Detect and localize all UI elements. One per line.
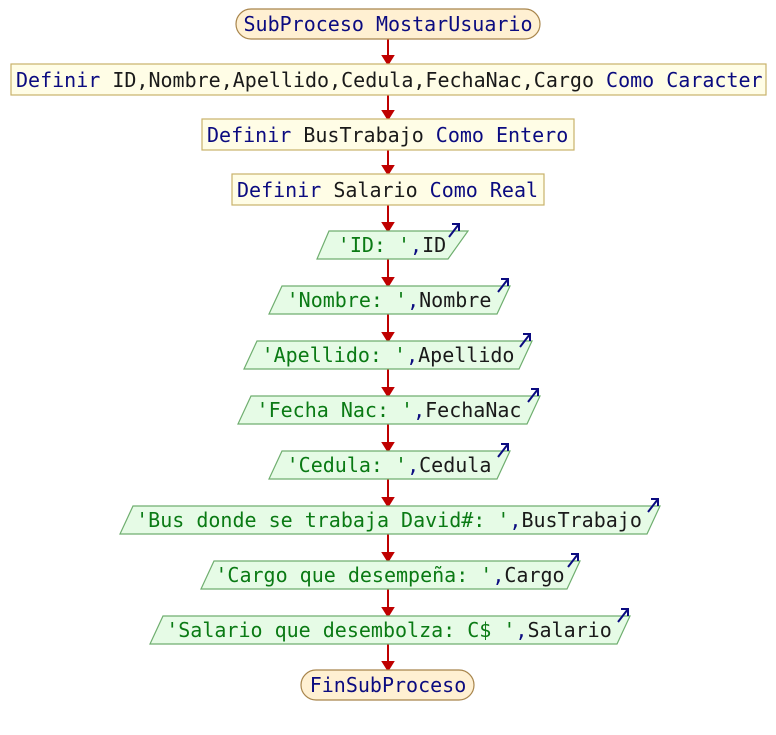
connector-arrowhead — [381, 442, 395, 453]
output-arrow-icon — [519, 333, 531, 348]
connector-arrowhead — [381, 661, 395, 672]
output-block-2-text: 'Nombre: ',Nombre — [287, 288, 492, 312]
output-block-1-text: 'ID: ',ID — [338, 233, 446, 257]
connector-arrowhead — [381, 222, 395, 233]
start-terminal-label: SubProceso MostarUsuario — [244, 12, 533, 36]
output-block-8-text: 'Salario que desembolza: C$ ',Salario — [166, 618, 612, 642]
connector-arrowhead — [381, 55, 395, 66]
output-block-5[interactable]: 'Cedula: ',Cedula — [268, 443, 511, 480]
end-terminal-label: FinSubProceso — [310, 673, 467, 697]
define-block-2[interactable]: Definir BusTrabajo Como Entero — [201, 118, 575, 151]
output-arrow-icon — [647, 498, 659, 513]
connector-arrowhead — [381, 607, 395, 618]
output-block-4[interactable]: 'Fecha Nac: ',FechaNac — [237, 388, 541, 425]
output-block-8[interactable]: 'Salario que desembolza: C$ ',Salario — [149, 608, 631, 645]
output-arrow-icon — [527, 388, 539, 403]
end-terminal[interactable]: FinSubProceso — [300, 669, 475, 701]
flow-connectors — [381, 39, 395, 672]
connector-arrowhead — [381, 387, 395, 398]
output-arrow-icon — [617, 608, 629, 623]
output-block-2[interactable]: 'Nombre: ',Nombre — [268, 278, 511, 315]
start-terminal[interactable]: SubProceso MostarUsuario — [235, 8, 541, 40]
output-block-7[interactable]: 'Cargo que desempeña: ',Cargo — [200, 553, 581, 590]
output-arrow-icon — [567, 553, 579, 568]
connector-arrowhead — [381, 497, 395, 508]
output-block-6-text: 'Bus donde se trabaja David#: ',BusTraba… — [136, 508, 642, 532]
output-block-5-text: 'Cedula: ',Cedula — [287, 453, 492, 477]
connector-arrowhead — [381, 552, 395, 563]
output-block-3-text: 'Apellido: ',Apellido — [262, 343, 515, 367]
define-block-3[interactable]: Definir Salario Como Real — [231, 173, 545, 206]
define-block-3-text: Definir Salario Como Real — [237, 178, 538, 202]
output-block-3[interactable]: 'Apellido: ',Apellido — [243, 333, 533, 370]
output-block-6[interactable]: 'Bus donde se trabaja David#: ',BusTraba… — [119, 498, 661, 535]
define-block-2-text: Definir BusTrabajo Como Entero — [207, 123, 568, 147]
define-block-1[interactable]: Definir ID,Nombre,Apellido,Cedula,FechaN… — [10, 63, 767, 96]
output-arrow-icon — [448, 223, 460, 238]
output-arrow-icon — [497, 443, 509, 458]
output-block-4-text: 'Fecha Nac: ',FechaNac — [257, 398, 522, 422]
output-block-7-text: 'Cargo que desempeña: ',Cargo — [215, 563, 564, 587]
connector-arrowhead — [381, 165, 395, 176]
connector-arrowhead — [381, 332, 395, 343]
connector-arrowhead — [381, 277, 395, 288]
output-block-1[interactable]: 'ID: ',ID — [316, 223, 470, 260]
define-block-1-text: Definir ID,Nombre,Apellido,Cedula,FechaN… — [16, 68, 763, 92]
connector-arrowhead — [381, 110, 395, 121]
output-arrow-icon — [497, 278, 509, 293]
